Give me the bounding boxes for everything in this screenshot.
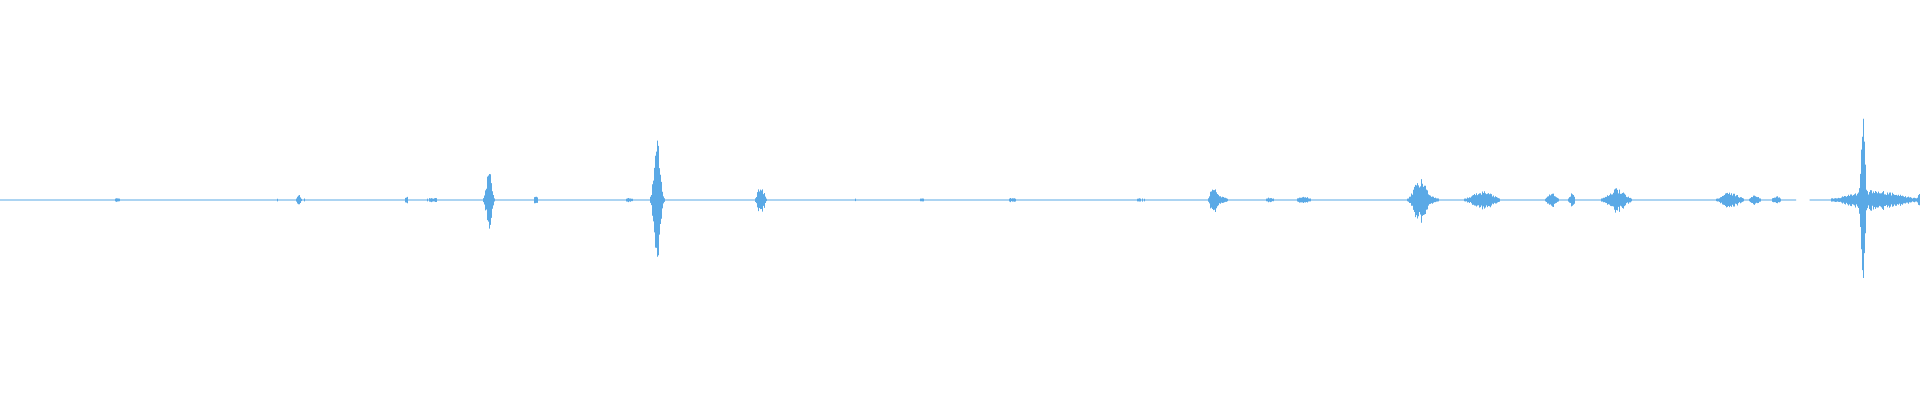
waveform-gap <box>1796 198 1810 202</box>
waveform-samples <box>115 118 1920 278</box>
